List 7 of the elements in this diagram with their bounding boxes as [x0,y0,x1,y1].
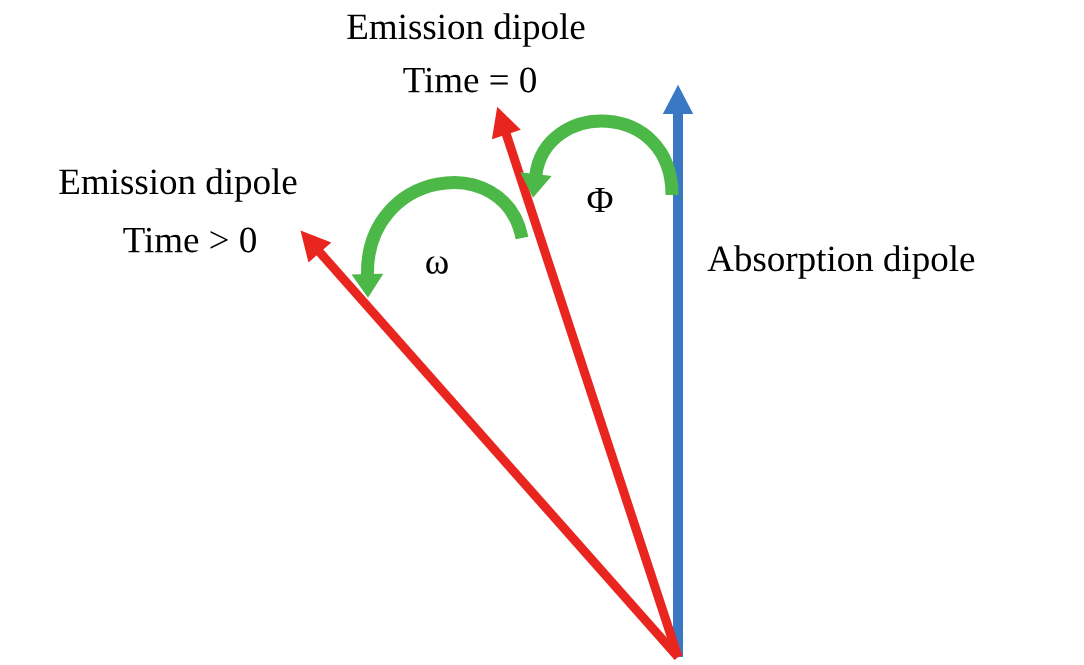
label-text: ω [426,256,448,274]
label-text: Time = 0 [403,67,536,93]
label-text: Φ [587,187,613,213]
label-text: Emission dipole [59,168,297,202]
label-text: Absorption dipole [707,245,975,279]
label-text: Emission dipole [347,13,585,47]
label-text: Time > 0 [123,227,256,253]
